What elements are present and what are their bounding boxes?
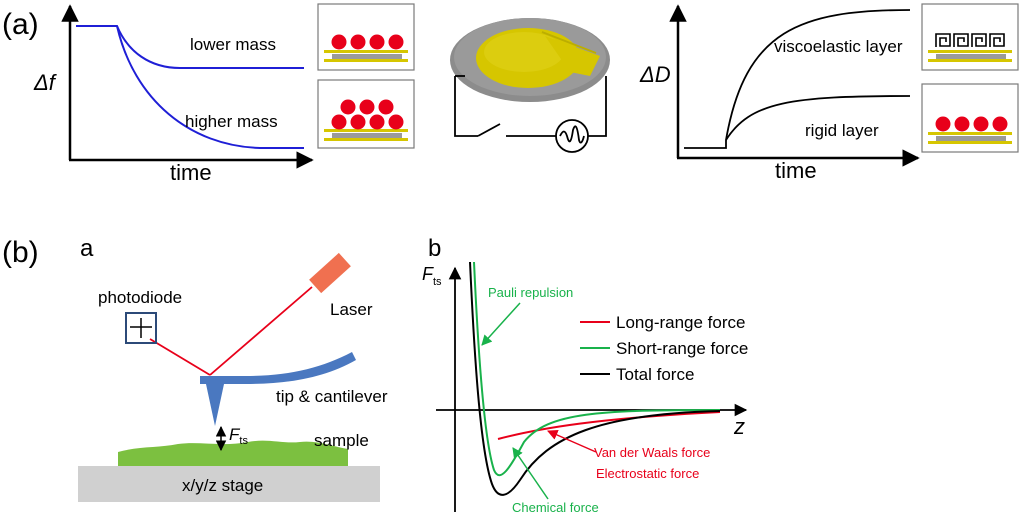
sub-b-letter: b [428,235,441,262]
viscoelastic-inset [921,3,1019,71]
pauli-arrow [481,302,521,346]
legend-total: Total force [616,365,694,384]
sample-label: sample [314,431,369,450]
laser-beam-out [149,338,211,376]
long-range-curve [497,411,721,440]
stage-label: x/y/z stage [182,476,263,495]
lower-mass-inset [317,3,415,71]
afm-tip [206,384,224,426]
freq-y-label: Δf [33,70,58,95]
laser-beam-in [209,286,313,376]
short-range-curve [473,261,721,477]
cantilever-label: tip & cantilever [276,387,388,406]
higher-mass-inset [317,79,415,149]
afm-schematic: x/y/z stage sample Laser photodiode tip … [78,252,388,502]
photodiode-label: photodiode [98,288,182,307]
cantilever [200,352,356,384]
sub-a-letter: a [80,235,94,262]
qcm-circuit [454,75,607,153]
lower-mass-label: lower mass [190,35,276,54]
force-label: Fts [229,425,248,447]
viscoelastic-curve [684,9,911,149]
panel-b-label: (b) [2,236,39,269]
diss-y-label: ΔD [639,62,671,87]
xyz-stage [78,466,380,502]
frequency-plot: Δf time lower mass higher mass [33,4,314,185]
higher-mass-label: higher mass [185,112,278,131]
electrostatic-label: Electrostatic force [596,466,699,481]
vdw-arrow [547,429,597,453]
panel-a-label: (a) [2,8,39,41]
total-force-curve [469,261,721,496]
force-y-label: Fts [422,264,442,288]
photodiode-icon [125,312,157,344]
force-label-sub: ts [239,435,248,447]
rigid-label: rigid layer [805,121,879,140]
viscoelastic-label: viscoelastic layer [774,37,903,56]
legend-short-range: Short-range force [616,339,748,358]
laser-label: Laser [330,300,373,319]
diss-x-label: time [775,158,817,183]
force-legend: Long-range force Short-range force Total… [580,313,748,384]
force-x-label: z [733,414,745,439]
pauli-label: Pauli repulsion [488,285,573,300]
freq-x-label: time [170,160,212,185]
rigid-layer-inset [921,83,1019,153]
qcm-sensor [450,18,610,102]
rigid-curve [725,95,911,141]
sample [118,440,348,466]
chemical-label: Chemical force [512,500,599,515]
laser-source [309,252,351,294]
force-y-label-sub: ts [433,276,442,288]
higher-mass-curve [116,25,304,149]
vdw-label: Van der Waals force [594,445,710,460]
dissipation-plot: ΔD time viscoelastic layer rigid layer [639,4,920,183]
legend-long-range: Long-range force [616,313,745,332]
chemical-arrow [512,447,549,500]
force-curve-plot: Fts z Long-range force Short-range force… [422,261,748,515]
circuit-switch [477,123,501,137]
